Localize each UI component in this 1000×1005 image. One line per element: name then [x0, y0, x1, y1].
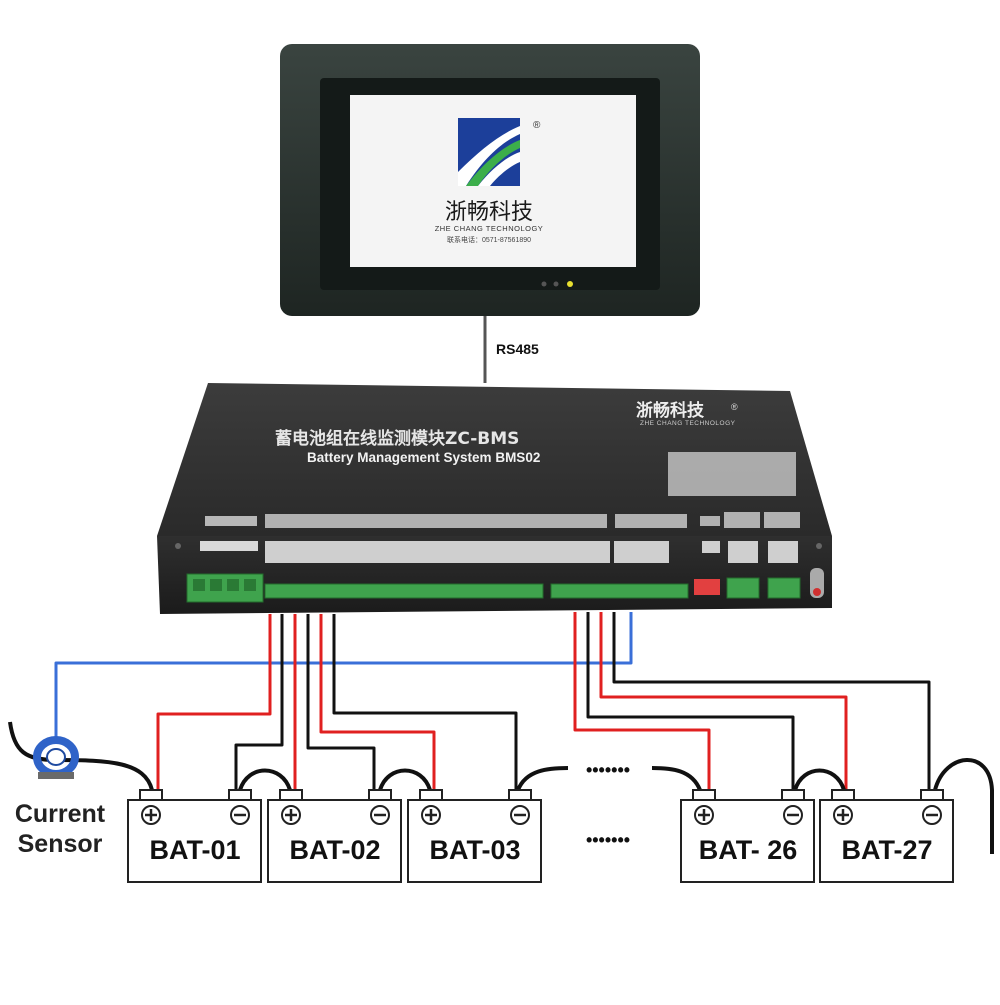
- current-sensor-wire: [54, 612, 633, 742]
- battery-interconnects: [8, 721, 994, 854]
- battery-bat27: BAT-27: [819, 789, 954, 883]
- hmi-logo-english: ZHE CHANG TECHNOLOGY: [435, 224, 544, 233]
- battery-bat26: BAT- 26: [680, 789, 815, 883]
- hmi-logo-chinese: 浙畅科技: [445, 200, 533, 225]
- dip-label: [702, 541, 720, 553]
- hmi-indicator-led: [541, 281, 547, 287]
- positive-post: [279, 789, 303, 801]
- positive-post: [831, 789, 855, 801]
- device-registered-mark: ®: [731, 402, 738, 412]
- zhechang-logo-icon: [458, 118, 520, 186]
- battery-label: BAT-02: [289, 835, 380, 865]
- top-dip-label: [700, 516, 720, 526]
- battery-terminal-block-left: [264, 583, 544, 599]
- power-indicator: [813, 588, 821, 596]
- battery-terminal-block-right: [550, 583, 689, 599]
- mount-screw: [816, 543, 822, 549]
- top-internal-test-label: [205, 516, 257, 526]
- device-brand-english: ZHE CHANG TECHNOLOGY: [640, 420, 736, 427]
- top-power-label: [764, 512, 800, 528]
- positive-post: [139, 789, 163, 801]
- hmi-contact-phone: 联系电话：0571-87561890: [447, 235, 531, 244]
- link-bat01-bat02: [238, 768, 292, 791]
- battery-bat01: BAT-01: [127, 789, 262, 883]
- wire-ellipsis: •••••••: [586, 760, 630, 780]
- spec-table-label: [668, 452, 796, 496]
- battery-ellipsis: •••••••: [586, 830, 630, 850]
- dip-switch: [694, 579, 720, 595]
- negative-post: [508, 789, 532, 801]
- bat26-negative-wire: [586, 612, 795, 790]
- battery-label: BAT- 26: [699, 835, 798, 865]
- plus-icon: [837, 809, 849, 821]
- current-sensor-core: [46, 748, 66, 766]
- bms-device: 蓄电池组在线监测模块ZC-BMS Battery Management Syst…: [157, 383, 832, 614]
- plus-icon: [425, 809, 437, 821]
- aux-channel-label-strip: [614, 541, 669, 563]
- battery-bat02: BAT-02: [267, 789, 402, 883]
- link-bat03-out: [516, 766, 569, 791]
- negative-post: [368, 789, 392, 801]
- current-sensor-label-line2: Sensor: [18, 830, 103, 858]
- comm-label: [728, 541, 758, 563]
- plus-icon: [698, 809, 710, 821]
- bat26-positive-wire: [573, 612, 711, 790]
- wiring: [8, 612, 994, 854]
- link-bat02-bat03: [378, 768, 432, 791]
- positive-post: [419, 789, 443, 801]
- top-aux-label-strip: [615, 514, 687, 528]
- positive-post: [692, 789, 716, 801]
- battery-label: BAT-27: [841, 835, 932, 865]
- plus-icon: [285, 809, 297, 821]
- bat03-positive-wire: [319, 614, 436, 790]
- communication-terminal: [726, 577, 760, 599]
- main-positive-cable: [933, 758, 994, 854]
- internal-test-label: [200, 541, 258, 551]
- top-comm-label: [724, 512, 760, 528]
- bat01-negative-wire: [234, 614, 284, 790]
- hmi-touch-screen: ® 浙畅科技 ZHE CHANG TECHNOLOGY 联系电话：0571-87…: [280, 44, 700, 316]
- mount-screw: [175, 543, 181, 549]
- device-brand-chinese: 浙畅科技: [636, 400, 705, 421]
- negative-post: [920, 789, 944, 801]
- hmi-registered-mark: ®: [533, 120, 541, 131]
- battery-label: BAT-01: [149, 835, 240, 865]
- battery-channel-label-strip: [265, 541, 610, 563]
- link-bat26-bat27: [793, 768, 846, 791]
- top-channel-label-strip: [265, 514, 607, 528]
- current-sensor: Current Sensor: [15, 736, 106, 858]
- battery-label: BAT-03: [429, 835, 520, 865]
- current-sensor-label-line1: Current: [15, 800, 106, 828]
- bat01-positive-wire: [156, 614, 272, 790]
- plus-icon: [145, 809, 157, 821]
- bat02-negative-wire: [306, 614, 376, 790]
- device-title-english: Battery Management System BMS02: [307, 450, 540, 465]
- device-title-chinese: 蓄电池组在线监测模块ZC-BMS: [275, 428, 519, 449]
- device-top-face: [157, 383, 832, 536]
- rs485-label: RS485: [496, 341, 539, 357]
- bat27-positive-wire: [599, 612, 848, 790]
- battery-bat03: BAT-03: [407, 789, 542, 883]
- hmi-indicator-led: [553, 281, 559, 287]
- bat27-negative-wire: [612, 612, 931, 790]
- power-terminal: [767, 577, 801, 599]
- current-sensor-base: [38, 772, 74, 779]
- power-label: [768, 541, 798, 563]
- link-in-bat26: [651, 766, 702, 791]
- hmi-power-led: [567, 281, 573, 287]
- negative-post: [781, 789, 805, 801]
- terminal-screw-row: [193, 579, 256, 591]
- negative-post: [228, 789, 252, 801]
- bat03-negative-wire: [332, 614, 518, 790]
